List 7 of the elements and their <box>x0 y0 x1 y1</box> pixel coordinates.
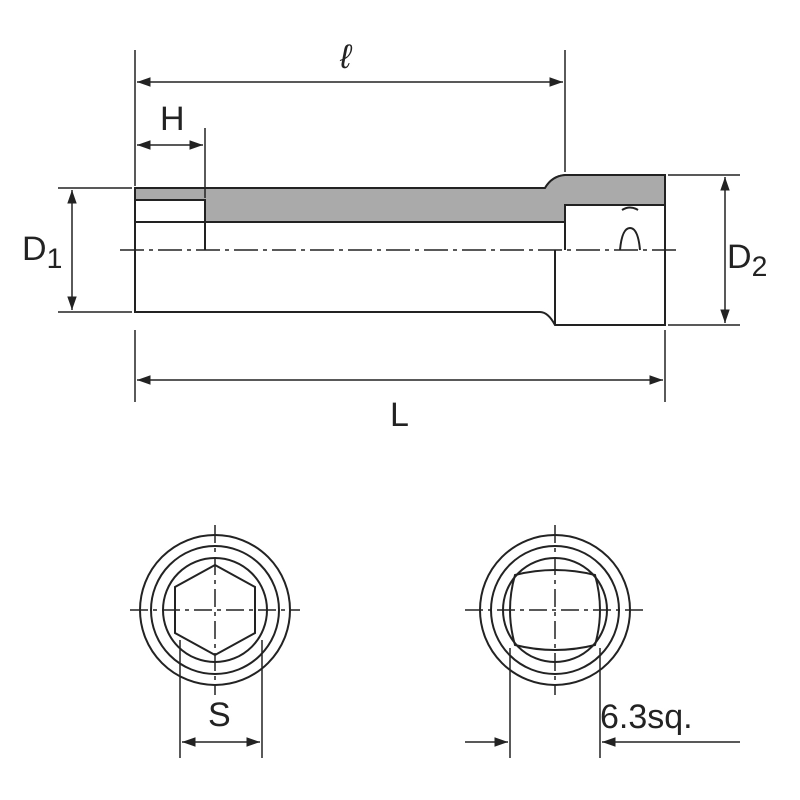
dimension-label: D$_{1}$ <box>22 232 62 274</box>
dimension-label: H <box>160 102 185 136</box>
dimension-label: ℓ <box>340 40 351 74</box>
dimension-label: L <box>390 398 409 432</box>
dimension-label: 6.3sq. <box>600 700 693 734</box>
dimension-label: S <box>208 698 231 732</box>
dimension-label: D$_{2}$ <box>727 240 768 282</box>
